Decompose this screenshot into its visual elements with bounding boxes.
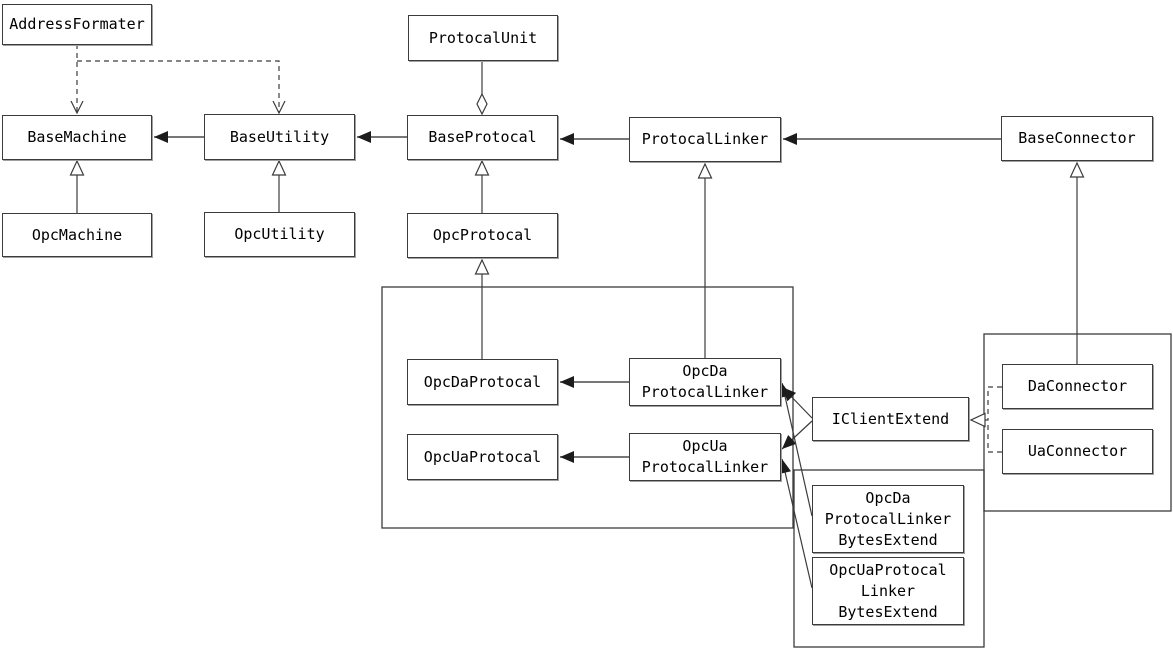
- class-box-i-client-extend: IClientExtend: [812, 397, 969, 441]
- group-box-bytes-extend: [793, 469, 985, 648]
- class-name: OpcUtility: [234, 225, 325, 243]
- class-box-base-utility: BaseUtility: [204, 114, 355, 160]
- edge-association-iclientextend-opcuaprotocallinker: [781, 420, 813, 450]
- class-name: DaConnector: [1027, 377, 1128, 395]
- class-name: AddressFormater: [9, 15, 145, 33]
- class-box-base-machine: BaseMachine: [2, 115, 152, 160]
- class-box-opc-da-protocal-linker-bytes-extend: OpcDa ProtocalLinker BytesExtend: [812, 485, 964, 553]
- class-name: OpcUaProtocal: [423, 447, 542, 466]
- class-name: OpcDa ProtocalLinker: [641, 362, 769, 401]
- edge-realization-daconnector-iclientextend: [971, 386, 1002, 420]
- class-name: BaseMachine: [27, 128, 127, 146]
- class-name: OpcDa ProtocalLinker BytesExtend: [824, 488, 952, 549]
- class-name: ProtocalLinker: [641, 130, 769, 148]
- class-name: OpcUaProtocal Linker BytesExtend: [829, 560, 947, 621]
- class-box-opc-machine: OpcMachine: [2, 213, 152, 257]
- edge-realization-uaconnector-iclientextend: [987, 421, 1002, 453]
- class-name: OpcUa ProtocalLinker: [641, 437, 769, 476]
- class-name: BaseUtility: [229, 127, 330, 146]
- class-box-opc-protocal: OpcProtocal: [407, 213, 558, 258]
- class-box-base-protocal: BaseProtocal: [407, 115, 558, 160]
- class-box-opc-ua-protocal: OpcUaProtocal: [407, 434, 558, 480]
- group-box-opc-protocal-family: [381, 286, 794, 529]
- class-name: BaseProtocal: [428, 128, 537, 146]
- class-box-opc-ua-protocal-linker-bytes-extend: OpcUaProtocal Linker BytesExtend: [812, 557, 964, 625]
- class-box-protocal-linker: ProtocalLinker: [629, 117, 781, 162]
- class-box-da-connector: DaConnector: [1002, 364, 1153, 409]
- class-box-opc-ua-protocal-linker: OpcUa ProtocalLinker: [629, 433, 781, 481]
- class-box-opc-utility: OpcUtility: [204, 212, 355, 257]
- class-name: ProtocalUnit: [428, 28, 538, 47]
- class-box-base-connector: BaseConnector: [1001, 116, 1153, 161]
- class-box-ua-connector: UaConnector: [1002, 429, 1153, 474]
- class-name: IClientExtend: [831, 409, 950, 428]
- edge-dependency-addressformater-baseutility: [77, 60, 279, 113]
- class-box-protocal-unit: ProtocalUnit: [408, 15, 558, 61]
- class-name: OpcProtocal: [432, 226, 533, 244]
- class-name: BaseConnector: [1018, 129, 1136, 147]
- class-box-opc-da-protocal-linker: OpcDa ProtocalLinker: [629, 358, 781, 406]
- class-box-opc-da-protocal: OpcDaProtocal: [407, 359, 558, 405]
- class-name: UaConnector: [1027, 442, 1128, 460]
- class-name: OpcDaProtocal: [423, 372, 542, 391]
- class-name: OpcMachine: [31, 225, 123, 244]
- edge-association-opcdabytesextend-opcdaprotocallinker: [779, 382, 813, 517]
- class-box-address-formater: AddressFormater: [2, 4, 152, 45]
- edge-association-opcuabytesextend-opcuaprotocallinker: [779, 458, 813, 589]
